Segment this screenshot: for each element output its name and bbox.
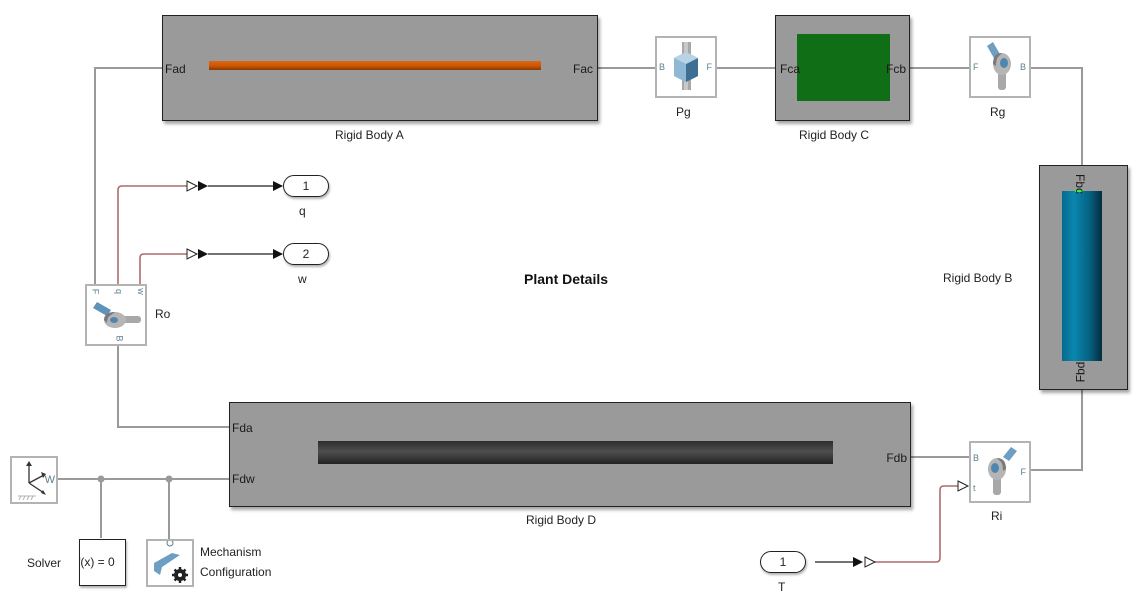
ps-converter-filled-icon	[198, 249, 208, 259]
port-fdw: Fdw	[232, 472, 255, 486]
junction-dot	[165, 475, 173, 483]
rigid-body-c-label: Rigid Body C	[799, 128, 870, 142]
solver-text: f(x) = 0	[79, 555, 115, 569]
port-w: W	[44, 474, 55, 486]
rigid-body-a-bar	[209, 61, 541, 70]
rigid-body-b-label: Rigid Body B	[943, 271, 1013, 285]
rigid-body-c-block[interactable]: Fca Fcb	[775, 15, 910, 121]
mechanism-configuration-label-2: Configuration	[200, 565, 272, 579]
mechanism-configuration-block[interactable]	[146, 539, 194, 587]
solver-block[interactable]: f(x) = 0	[79, 539, 126, 586]
outport-q[interactable]: 1	[283, 175, 329, 197]
ps-line-w	[139, 253, 187, 287]
plant-details-title: Plant Details	[524, 271, 609, 287]
port-b: B	[114, 335, 125, 342]
world-frame-icon	[18, 461, 46, 501]
port-q: q	[114, 288, 125, 295]
rigid-body-b-block[interactable]: Fbc Fbd	[1039, 165, 1128, 390]
ps-line-t	[875, 485, 958, 563]
rigid-body-a-label: Rigid Body A	[335, 128, 404, 142]
outport-w-label: w	[298, 272, 307, 286]
ro-label: Ro	[155, 307, 171, 321]
inport-t-label: T	[778, 580, 786, 594]
port-fbd: Fbd	[1073, 361, 1088, 383]
port-b: B	[659, 62, 666, 72]
wire-fad-ro	[94, 67, 162, 287]
port-b: B	[1019, 62, 1026, 72]
pg-joint-block[interactable]: B F	[655, 36, 717, 98]
inport-t[interactable]: 1	[760, 551, 806, 573]
port-w: w	[135, 288, 146, 295]
ri-label: Ri	[991, 509, 1003, 523]
rigid-body-a-block[interactable]: Fad Fac	[162, 15, 598, 121]
revolute-joint-icon	[987, 42, 1011, 90]
ps-converter-filled-icon	[198, 181, 208, 191]
world-frame-block[interactable]: W	[10, 456, 58, 504]
junction-dot	[97, 475, 105, 483]
ps-converter-open-icon	[186, 248, 199, 260]
port-f: F	[1020, 467, 1027, 477]
port-fcb: Fcb	[885, 62, 906, 76]
port-t: t	[973, 483, 976, 493]
port-fad: Fad	[165, 62, 186, 76]
port-fda: Fda	[232, 421, 253, 435]
port-fac: Fac	[572, 62, 593, 76]
pg-label: Pg	[676, 105, 691, 119]
port-f: F	[706, 62, 713, 72]
rigid-body-c-box	[797, 34, 890, 101]
revolute-joint-icon	[988, 447, 1017, 495]
ri-joint-block[interactable]: B t F	[969, 441, 1031, 503]
wire-fbd-ri	[1028, 388, 1083, 471]
port-fdb: Fdb	[886, 451, 907, 465]
prismatic-joint-icon	[674, 42, 698, 90]
port-f: F	[90, 288, 101, 295]
rigid-body-d-bar	[318, 441, 833, 464]
rg-joint-block[interactable]: F B	[969, 36, 1031, 98]
outport-w[interactable]: 2	[283, 243, 329, 265]
rigid-body-d-label: Rigid Body D	[526, 513, 597, 527]
port-f: F	[973, 62, 979, 72]
solver-label: Solver	[27, 556, 62, 570]
revolute-joint-icon	[93, 302, 141, 328]
ps-converter-open-icon	[864, 556, 877, 568]
port-fca: Fca	[780, 62, 801, 76]
ps-converter-open-icon	[957, 480, 970, 492]
ps-converter-open-icon	[186, 180, 199, 192]
wire-ro-fda	[117, 343, 229, 428]
rg-label: Rg	[990, 105, 1006, 119]
mechanism-configuration-label-1: Mechanism	[200, 545, 262, 559]
wire-rg-fbc	[1028, 67, 1083, 165]
rigid-body-b-cylinder	[1062, 191, 1102, 361]
ro-joint-block[interactable]: F q w B	[85, 284, 147, 346]
ps-converter-filled-icon	[853, 557, 863, 567]
port-fbc: Fbc	[1073, 173, 1088, 195]
ps-line-q	[117, 185, 187, 287]
frame-marker	[1075, 190, 1083, 192]
outport-q-label: q	[299, 204, 306, 218]
port-b: B	[973, 453, 980, 463]
mechanism-config-icon	[154, 541, 188, 583]
rigid-body-d-block[interactable]: Fda Fdw Fdb	[229, 402, 911, 507]
